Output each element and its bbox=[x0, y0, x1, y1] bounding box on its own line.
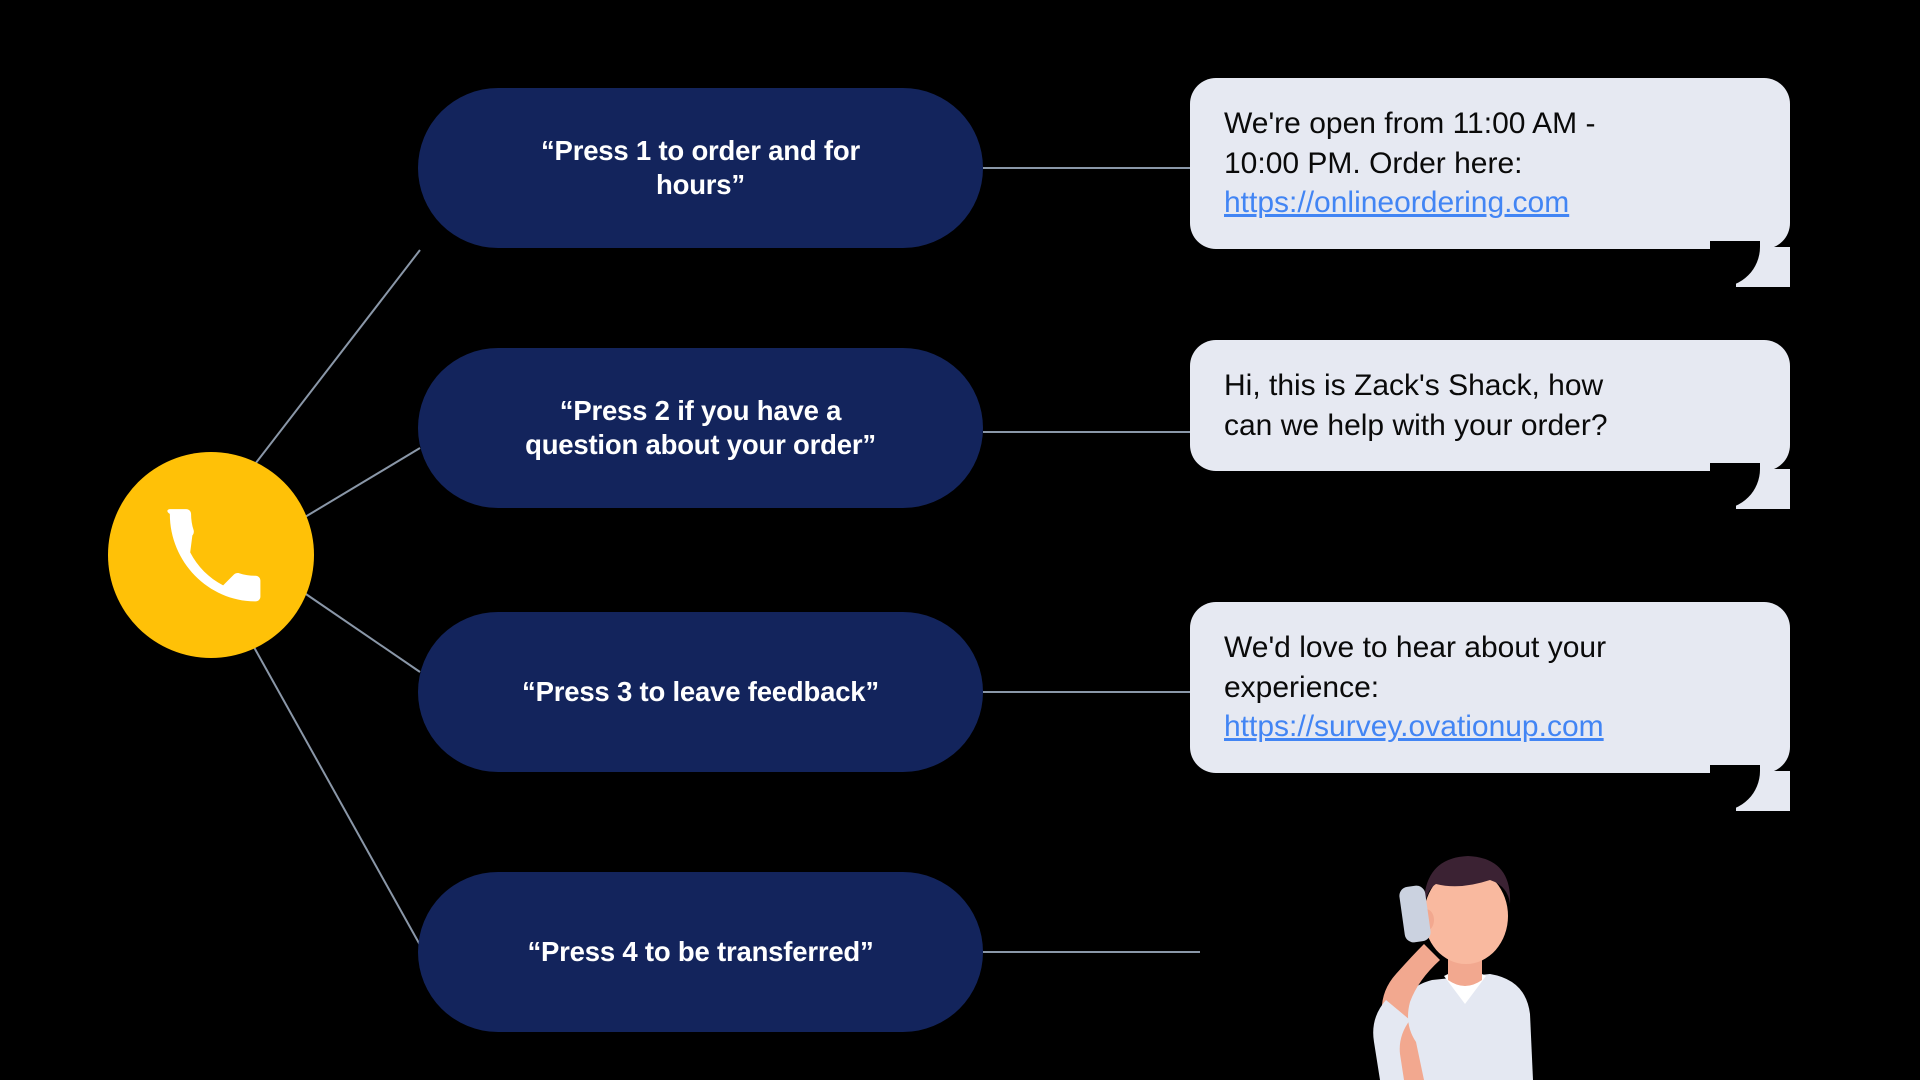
menu-option-1-label: “Press 1 to order and for hours” bbox=[541, 134, 860, 200]
incoming-call-node[interactable] bbox=[108, 452, 314, 658]
menu-option-3-label: “Press 3 to leave feedback” bbox=[522, 675, 879, 707]
menu-option-2[interactable]: “Press 2 if you have a question about yo… bbox=[418, 348, 983, 508]
menu-option-3[interactable]: “Press 3 to leave feedback” bbox=[418, 612, 983, 772]
bubble-tail-1 bbox=[1710, 240, 1790, 287]
connector-circle-to-option-4 bbox=[249, 639, 421, 946]
bubble-tail-2 bbox=[1710, 463, 1790, 510]
menu-option-4-label: “Press 4 to be transferred” bbox=[527, 935, 874, 967]
phone-handset-icon bbox=[159, 503, 263, 607]
response-bubble-1: We're open from 11:00 AM - 10:00 PM. Ord… bbox=[1190, 78, 1790, 287]
person-on-phone-illustration bbox=[1340, 828, 1590, 1080]
connector-circle-to-option-1 bbox=[251, 249, 421, 469]
response-bubble-3: We'd love to hear about your experience:… bbox=[1190, 602, 1790, 811]
bubble-tail-3 bbox=[1710, 764, 1790, 811]
response-bubble-2: Hi, this is Zack's Shack, how can we hel… bbox=[1190, 340, 1790, 510]
menu-option-2-label: “Press 2 if you have a question about yo… bbox=[525, 394, 876, 460]
connector-circle-to-option-3 bbox=[299, 589, 421, 673]
response-bubble-3-link[interactable]: https://survey.ovationup.com bbox=[1224, 710, 1604, 744]
menu-option-1[interactable]: “Press 1 to order and for hours” bbox=[418, 88, 983, 248]
response-bubble-1-text: We're open from 11:00 AM - 10:00 PM. Ord… bbox=[1224, 107, 1596, 180]
response-bubble-1-link[interactable]: https://onlineordering.com bbox=[1224, 186, 1570, 220]
menu-option-4[interactable]: “Press 4 to be transferred” bbox=[418, 872, 983, 1032]
response-bubble-3-text: We'd love to hear about your experience: bbox=[1224, 631, 1607, 704]
connector-circle-to-option-2 bbox=[299, 447, 421, 521]
response-bubble-2-text: Hi, this is Zack's Shack, how can we hel… bbox=[1224, 369, 1608, 442]
